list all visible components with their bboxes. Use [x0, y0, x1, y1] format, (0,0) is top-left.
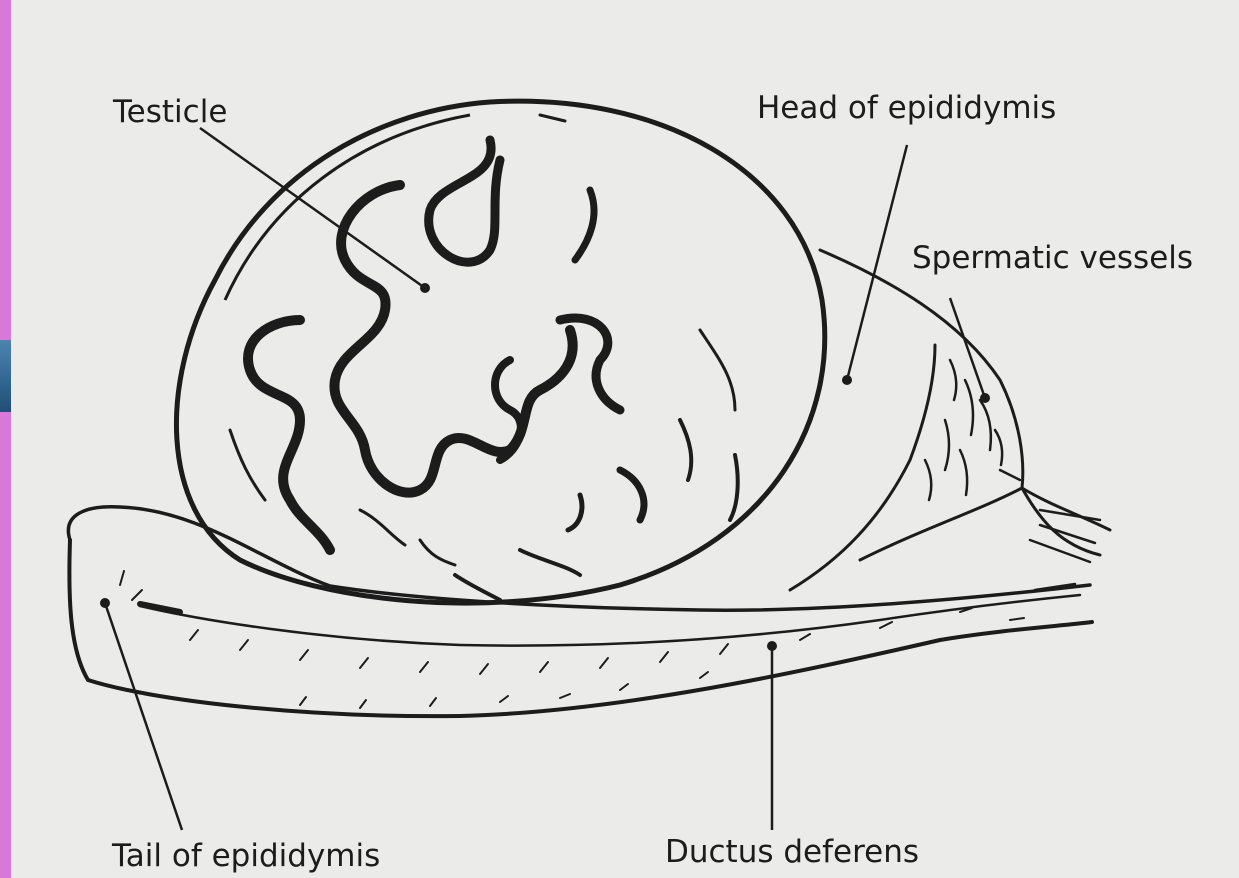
tube-hatching: [120, 571, 1024, 708]
leader-tail-of-epididymis: [105, 603, 182, 830]
label-testicle: Testicle: [112, 94, 227, 130]
epididymis-tube: [68, 507, 1092, 716]
tail-mark: [140, 604, 180, 612]
vessel-hatching: [925, 360, 1100, 590]
label-tail-of-epididymis: Tail of epididymis: [111, 838, 380, 874]
label-spermatic-vessels: Spermatic vessels: [912, 240, 1193, 276]
leader-testicle: [200, 128, 425, 288]
leader-lines: [105, 128, 985, 830]
leader-head-of-epididymis: [847, 145, 907, 380]
seminiferous-tubules: [230, 115, 738, 600]
label-head-of-epididymis: Head of epididymis: [757, 90, 1056, 126]
label-ductus-deferens: Ductus deferens: [665, 834, 919, 870]
